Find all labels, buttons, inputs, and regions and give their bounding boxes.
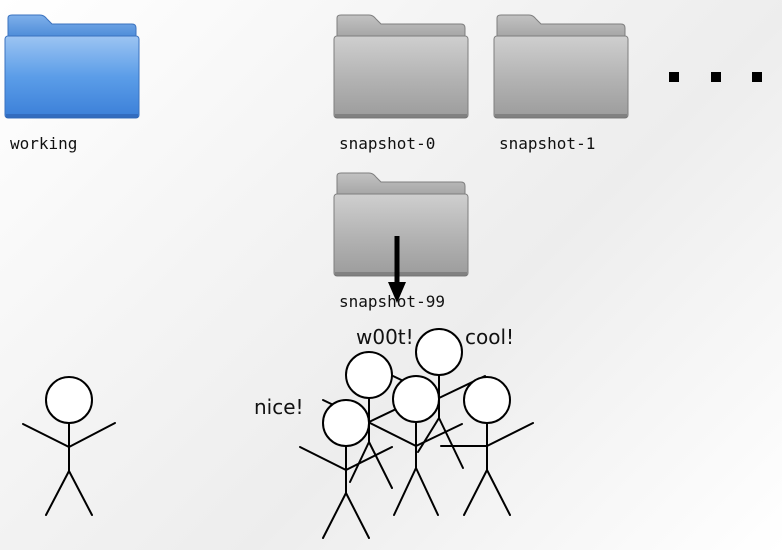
- ellipsis-dot: [669, 72, 679, 82]
- gray-folder-icon: [333, 172, 469, 277]
- arrow-down: [388, 236, 406, 303]
- ellipsis-dot: [711, 72, 721, 82]
- ellipsis-dot: [752, 72, 762, 82]
- stick-figure-crowd: [322, 351, 416, 489]
- folder-working[interactable]: working: [4, 14, 140, 153]
- gray-folder-icon: [493, 14, 629, 119]
- folder-label-working: working: [10, 134, 78, 153]
- stick-figure-crowd: [299, 399, 393, 539]
- folder-snapshot-99[interactable]: snapshot-99: [333, 172, 469, 311]
- blue-folder-icon: [4, 14, 140, 119]
- gray-folder-icon: [333, 14, 469, 119]
- folder-label-snapshot-0: snapshot-0: [339, 134, 436, 153]
- exclamation-nice: nice!: [254, 395, 304, 419]
- folder-snapshot-0[interactable]: snapshot-0: [333, 14, 469, 153]
- exclamation-woot: w00t!: [356, 325, 414, 349]
- folder-label-snapshot-1: snapshot-1: [499, 134, 596, 153]
- stick-figure-alone: [22, 376, 116, 516]
- stick-figure-crowd: [392, 328, 486, 469]
- stick-figure-crowd: [369, 375, 463, 516]
- folder-snapshot-1[interactable]: snapshot-1: [493, 14, 629, 153]
- folder-label-snapshot-99: snapshot-99: [339, 292, 445, 311]
- exclamation-cool: cool!: [465, 325, 514, 349]
- stick-figure-crowd: [440, 376, 534, 516]
